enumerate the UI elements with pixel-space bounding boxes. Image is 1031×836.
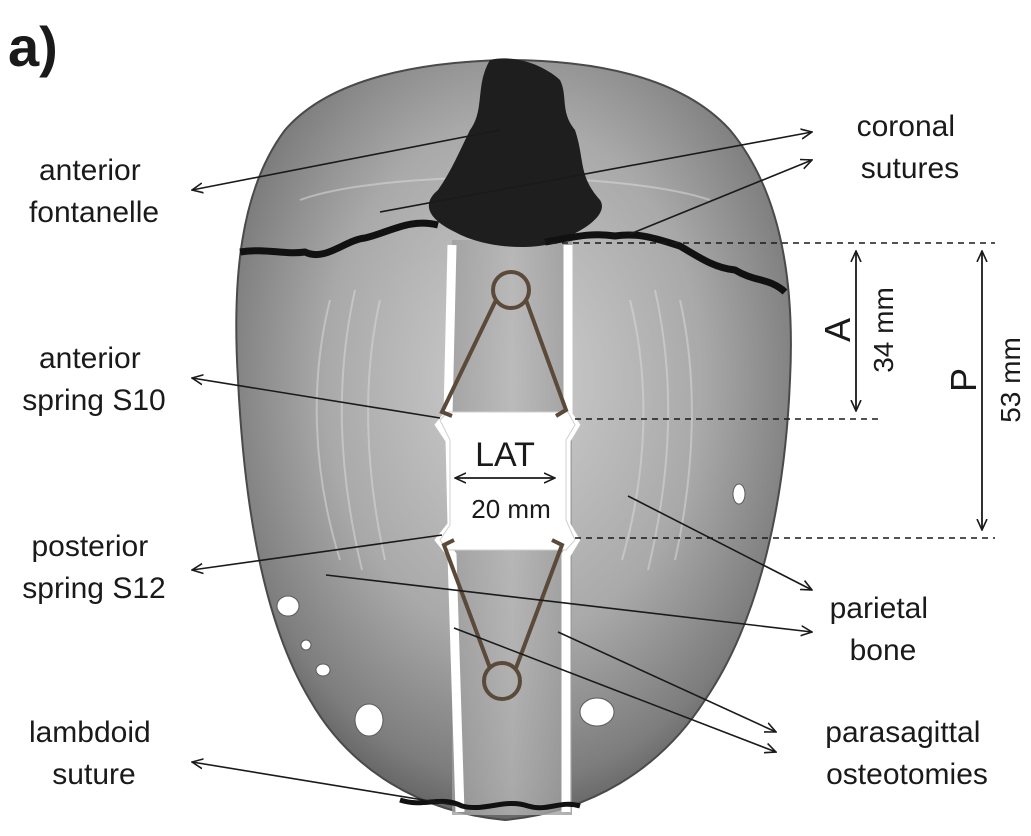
dim-P-symbol: P bbox=[943, 368, 984, 392]
dim-A-symbol: A bbox=[817, 318, 858, 342]
label-anterior-spring: anterior spring S10 bbox=[22, 342, 165, 417]
label-lambdoid-suture: lambdoid suture bbox=[29, 716, 159, 791]
label-parietal-bone: parietal bone bbox=[830, 592, 937, 667]
label-coronal-sutures: coronal sutures bbox=[857, 110, 964, 185]
label-anterior-fontanelle: anterior fontanelle bbox=[29, 154, 159, 229]
label-posterior-spring: posterior spring S12 bbox=[22, 530, 165, 605]
lateral-cut bbox=[440, 412, 575, 550]
dim-P-value: 53 mm bbox=[995, 337, 1026, 423]
dim-LAT-value: 20 mm bbox=[471, 494, 550, 524]
panel-label: a) bbox=[8, 15, 58, 78]
label-parasagittal-osteotomies: parasagittal osteotomies bbox=[825, 716, 988, 791]
dim-LAT-symbol: LAT bbox=[475, 436, 535, 474]
dim-A-value: 34 mm bbox=[868, 287, 899, 373]
